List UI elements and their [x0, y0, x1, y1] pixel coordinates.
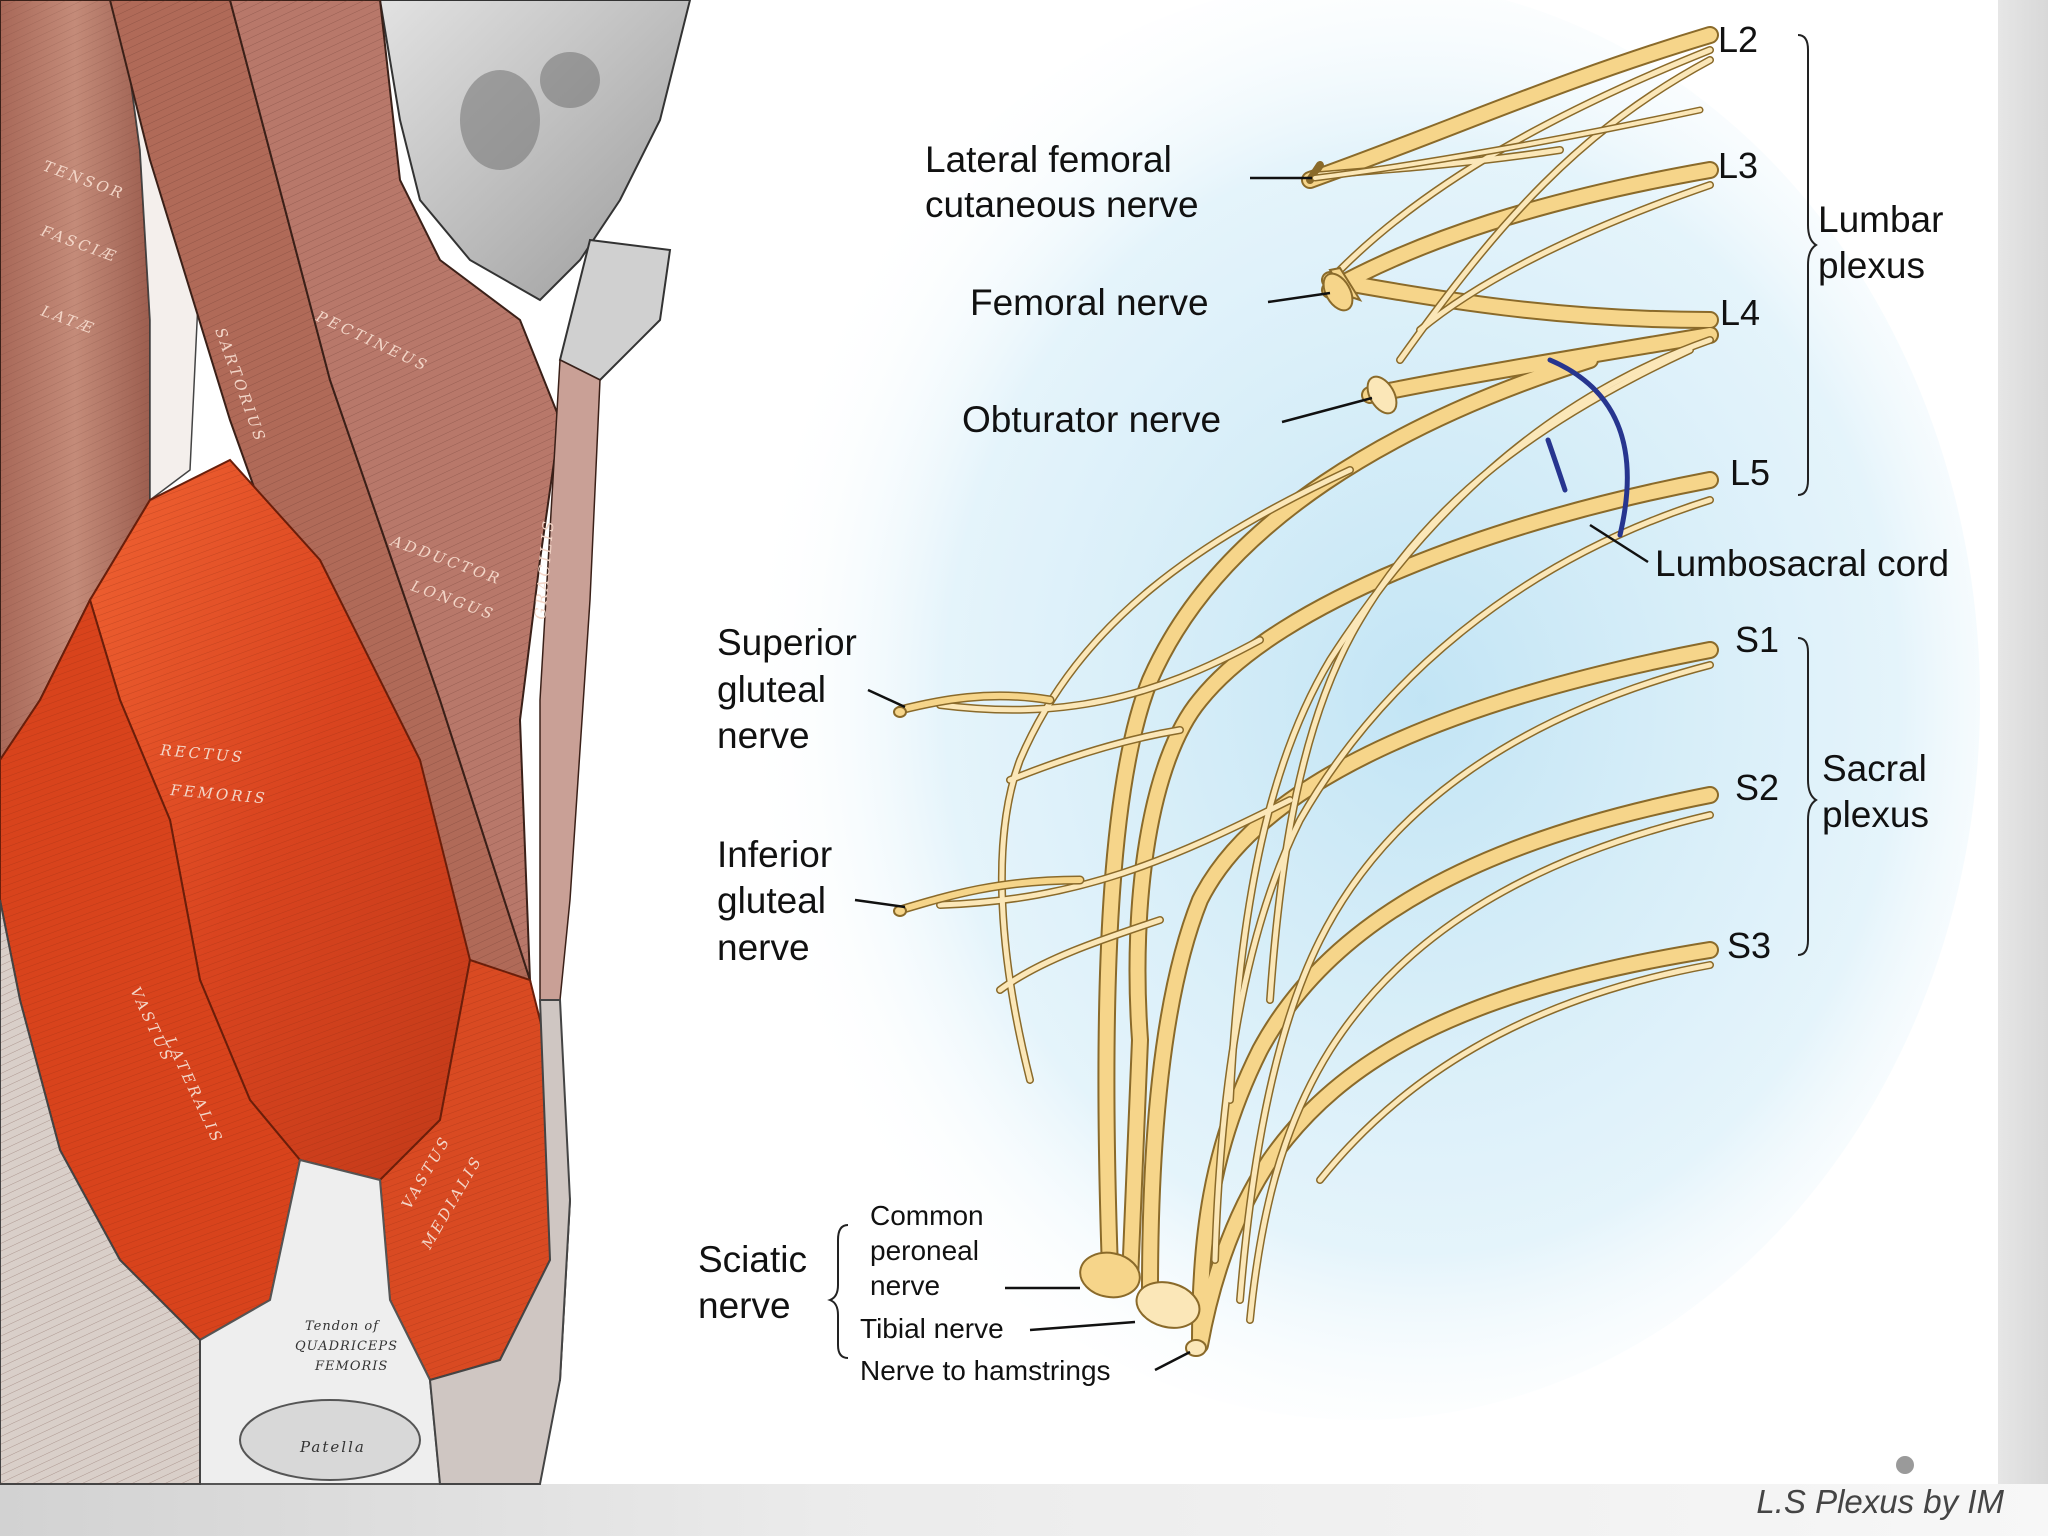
label-superior-gluteal-1: Superior: [717, 622, 857, 663]
label-inferior-gluteal-3: nerve: [717, 927, 810, 968]
label-sciatic-2: nerve: [698, 1285, 791, 1326]
label-superior-gluteal-3: nerve: [717, 715, 810, 756]
nerve-cut-ends: [893, 266, 1398, 1357]
sciatic-brace: [827, 1224, 849, 1359]
label-lateral-femoral-cutaneous-1: Lateral femoral: [925, 139, 1172, 180]
lumbosacral-cord-bracket: [1545, 357, 1630, 538]
nerve-bundle: [895, 26, 1719, 1354]
thigh-illustration: TENSOR FASCIÆ LATÆ SARTORIUS PECTINEUS A…: [0, 0, 700, 1485]
slide-right-frame: [1998, 0, 2048, 1484]
slide-caption: L.S Plexus by IM: [1756, 1483, 2004, 1520]
label-superior-gluteal-2: gluteal: [717, 669, 826, 710]
lumbar-plexus-brace: [1797, 34, 1818, 496]
label-common-peroneal-2: peroneal: [870, 1235, 979, 1266]
root-label-s2: S2: [1735, 767, 1779, 808]
muscle-label-tendon-3: FEMORIS: [314, 1359, 388, 1374]
root-label-l5: L5: [1730, 452, 1770, 493]
label-sacral-plexus-2: plexus: [1822, 794, 1929, 835]
label-obturator-nerve: Obturator nerve: [962, 399, 1221, 440]
root-label-s1: S1: [1735, 619, 1779, 660]
label-lateral-femoral-cutaneous-2: cutaneous nerve: [925, 184, 1199, 225]
label-nerve-to-hamstrings: Nerve to hamstrings: [860, 1355, 1111, 1386]
slide-indicator-dot: [1896, 1456, 1914, 1474]
label-lumbosacral-cord: Lumbosacral cord: [1655, 543, 1949, 584]
root-label-s3: S3: [1727, 925, 1771, 966]
label-inferior-gluteal-2: gluteal: [717, 880, 826, 921]
muscle-label-tendon-2: QUADRICEPS: [295, 1339, 398, 1354]
label-sciatic-1: Sciatic: [698, 1239, 807, 1280]
root-label-l3: L3: [1718, 145, 1758, 186]
sacral-plexus-brace: [1797, 637, 1818, 956]
muscle-label-tendon-1: Tendon of: [305, 1319, 380, 1334]
slide-footer-band: [0, 1484, 2048, 1536]
label-tibial-nerve: Tibial nerve: [860, 1313, 1004, 1344]
label-lumbar-plexus-1: Lumbar: [1818, 199, 1943, 240]
label-common-peroneal-1: Common: [870, 1200, 984, 1231]
root-labels: L2 L3 L4 L5 S1 S2 S3: [1718, 19, 1779, 966]
label-common-peroneal-3: nerve: [870, 1270, 940, 1301]
plexus-diagram: L2 L3 L4 L5 S1 S2 S3 Lateral femoral cut…: [698, 0, 1998, 1420]
label-lumbar-plexus-2: plexus: [1818, 245, 1925, 286]
nerve-labels: Lateral femoral cutaneous nerve Femoral …: [698, 139, 1949, 1386]
muscle-label-patella: Patella: [299, 1438, 366, 1456]
label-inferior-gluteal-1: Inferior: [717, 834, 832, 875]
label-sacral-plexus-1: Sacral: [1822, 748, 1927, 789]
root-label-l4: L4: [1720, 292, 1760, 333]
label-femoral-nerve: Femoral nerve: [970, 282, 1209, 323]
leader-lines: [854, 176, 1649, 1372]
root-label-l2: L2: [1718, 19, 1758, 60]
